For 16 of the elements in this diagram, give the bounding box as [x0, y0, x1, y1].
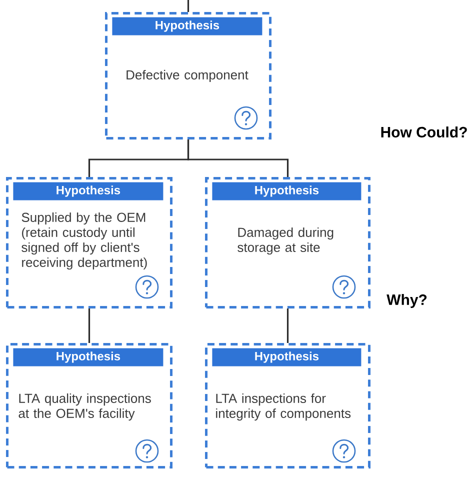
- side-label: Why?: [386, 294, 427, 308]
- card-text: LTA quality inspections at the OEM's facility: [18, 393, 151, 421]
- card-text: Defective component: [126, 70, 248, 82]
- header-bar: Hypothesis: [13, 348, 164, 366]
- card-text: Damaged during storage at site: [238, 227, 334, 255]
- side-label: How Could?: [381, 126, 467, 138]
- header-bar: Hypothesis: [13, 182, 164, 200]
- header-bar: Hypothesis: [112, 17, 262, 36]
- connector-line: [187, 0, 190, 12]
- connector-line: [187, 140, 289, 177]
- connector-line: [286, 308, 289, 343]
- card-text: LTA inspections for integrity of components: [216, 393, 351, 421]
- header-bar: Hypothesis: [212, 182, 362, 200]
- header-bar: Hypothesis: [212, 348, 362, 366]
- connector-line: [88, 308, 90, 343]
- card-text: Supplied by the OEM (retain custody until signed off by client's receiving department): [22, 212, 147, 270]
